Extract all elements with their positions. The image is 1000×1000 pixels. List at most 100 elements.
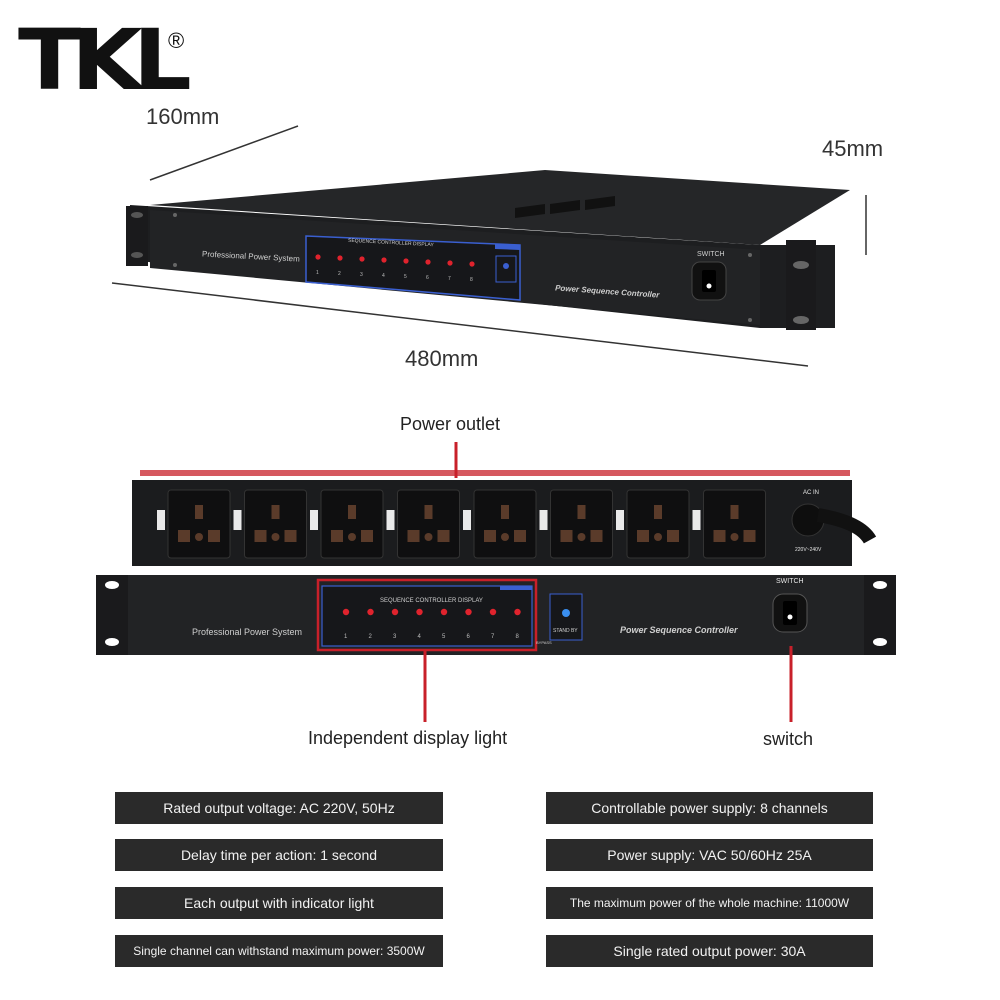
channel-led — [315, 254, 321, 260]
channel-number: 6 — [426, 275, 429, 281]
channel-number: 5 — [404, 274, 407, 280]
channel-number: 2 — [338, 271, 341, 277]
channel-led — [403, 258, 409, 264]
depth-dimension: 160mm — [146, 104, 220, 129]
channel-led — [359, 256, 365, 262]
power-outlet — [233, 489, 307, 559]
channel-led — [416, 608, 423, 616]
led-row-2: 1 2 3 4 5 6 7 8 — [342, 608, 521, 640]
rack-ear-hole — [793, 316, 809, 324]
bypass-label: BYPASS — [536, 640, 552, 645]
spec-controllable-channels: Controllable power supply: 8 channels — [546, 792, 873, 824]
channel-led — [342, 608, 350, 616]
registered-mark: ® — [168, 28, 185, 53]
channel-number: 3 — [393, 634, 397, 640]
display-header-front: SEQUENCE CONTROLLER DISPLAY — [380, 598, 483, 604]
display-light-callout: Independent display light — [308, 728, 508, 748]
switch-label-front: SWITCH — [776, 578, 804, 585]
channel-number: 6 — [467, 634, 471, 640]
channel-led — [381, 257, 387, 263]
channel-number: 8 — [470, 277, 473, 283]
brand-logo: TKL ® — [18, 18, 192, 102]
vent — [515, 204, 545, 218]
switch-label-top: SWITCH — [697, 251, 725, 258]
power-outlet — [386, 489, 460, 559]
channel-led — [465, 608, 472, 616]
channel-number: 1 — [316, 270, 319, 276]
spec-delay-time: Delay time per action: 1 second — [115, 839, 443, 871]
voltage-label: 220V~240V — [795, 547, 822, 553]
spec-power-supply: Power supply: VAC 50/60Hz 25A — [546, 839, 873, 871]
channel-led — [514, 608, 521, 616]
power-outlet — [616, 489, 690, 559]
rack-ear-hole — [131, 212, 143, 218]
channel-led — [367, 608, 374, 616]
led-row: 1 2 3 4 5 6 7 8 — [315, 254, 475, 283]
rack-ear-right — [786, 240, 816, 330]
rack-ear-hole — [873, 638, 887, 646]
display-block — [305, 235, 521, 301]
switch-callout: switch — [763, 729, 814, 749]
rack-ear-left-2 — [96, 575, 128, 655]
channel-number: 4 — [382, 273, 385, 279]
height-dimension: 45mm — [822, 136, 884, 161]
rear-panel — [132, 480, 852, 566]
power-outlet — [539, 489, 613, 559]
rack-ear-hole — [873, 581, 887, 589]
rack-ear-hole — [105, 638, 119, 646]
power-inlet — [791, 503, 825, 537]
power-switch-rocker — [702, 270, 716, 292]
rack-ear-hole — [105, 581, 119, 589]
channel-number: 3 — [360, 272, 363, 278]
display-accent-2 — [500, 586, 532, 590]
top-surface — [150, 170, 850, 245]
channel-led — [440, 608, 448, 616]
spec-rated-output-voltage: Rated output voltage: AC 220V, 50Hz — [115, 792, 443, 824]
power-outlet-callout: Power outlet — [400, 414, 501, 434]
model-label-front: Power Sequence Controller — [620, 625, 738, 635]
rack-ear-left — [126, 206, 148, 266]
front-view-illustration: 1 2 3 4 5 6 7 8 — [111, 125, 867, 367]
channel-led — [447, 260, 453, 266]
vent — [550, 200, 580, 214]
display-accent — [495, 244, 520, 250]
power-outlet — [692, 489, 766, 559]
rack-ear-hole — [793, 261, 809, 269]
spec-single-channel-power: Single channel can withstand maximum pow… — [115, 935, 443, 967]
brand-label-front: Professional Power System — [192, 627, 303, 637]
channel-number: 4 — [418, 634, 422, 640]
width-line — [111, 282, 809, 367]
vent — [585, 196, 615, 210]
channel-led — [391, 608, 399, 616]
width-dimension: 480mm — [405, 346, 479, 371]
power-switch-mark — [706, 283, 712, 289]
spec-max-power: The maximum power of the whole machine: … — [546, 887, 873, 919]
front-panel-2 — [96, 575, 896, 655]
power-switch-body-2 — [772, 593, 808, 633]
display-highlight-box — [316, 578, 538, 652]
channel-number: 2 — [369, 634, 373, 640]
rack-ear-right-2 — [864, 575, 896, 655]
channel-number: 7 — [448, 276, 451, 282]
channel-number: 1 — [344, 634, 348, 640]
standby-light — [503, 263, 509, 269]
channel-number: 8 — [516, 634, 520, 640]
power-outlet — [463, 489, 537, 559]
ac-in-label: AC IN — [803, 490, 820, 496]
channel-number: 5 — [442, 634, 446, 640]
spec-rated-output-power: Single rated output power: 30A — [546, 935, 873, 967]
power-outlet — [157, 489, 231, 559]
channel-led — [425, 259, 431, 265]
power-switch-rocker-2 — [783, 601, 797, 625]
depth-line — [149, 125, 299, 181]
channel-number: 7 — [491, 634, 495, 640]
channel-led — [469, 261, 475, 267]
spec-indicator-light: Each output with indicator light — [115, 887, 443, 919]
channel-led — [489, 608, 497, 616]
power-cord — [816, 508, 877, 544]
power-outlet — [310, 489, 384, 559]
standby-label: STAND BY — [553, 628, 578, 634]
outlet-row — [157, 489, 766, 559]
display-block-2 — [321, 585, 533, 647]
channel-led — [337, 255, 343, 261]
